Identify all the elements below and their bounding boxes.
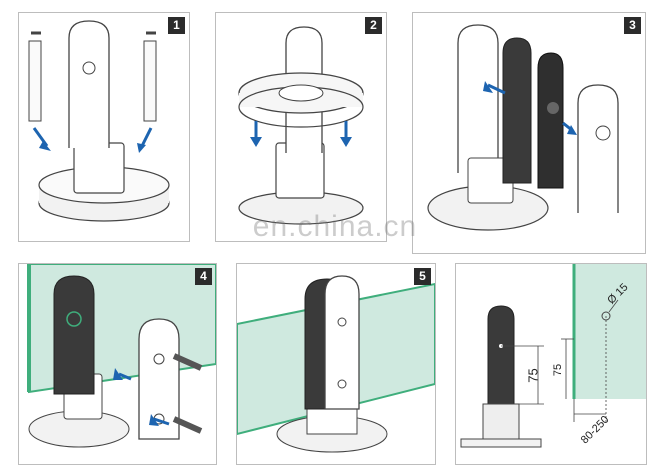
step-5-panel: 5 xyxy=(236,263,436,465)
step-number-badge: 4 xyxy=(195,268,212,285)
step-3-panel: 3 xyxy=(412,12,646,254)
glass-height-label: 75 xyxy=(552,363,565,377)
step-2-illustration xyxy=(238,26,364,225)
step-number-badge: 3 xyxy=(624,17,641,34)
step-number-badge: 5 xyxy=(414,268,431,285)
step-4-illustration xyxy=(27,264,216,448)
step-number-badge: 2 xyxy=(365,17,382,34)
step-number-badge: 1 xyxy=(168,17,185,34)
step-1-panel: 1 xyxy=(18,12,190,242)
step-3-illustration xyxy=(427,24,619,231)
dimensions-illustration xyxy=(460,264,646,448)
step-4-panel: 4 xyxy=(18,263,217,465)
step-2-panel: 2 xyxy=(215,12,387,242)
step-1-illustration xyxy=(28,20,170,222)
step-5-illustration xyxy=(237,275,435,453)
plate-height-label: 75 xyxy=(525,368,541,383)
dimensions-panel: Ø 15 75 75 80-250 xyxy=(455,263,647,465)
